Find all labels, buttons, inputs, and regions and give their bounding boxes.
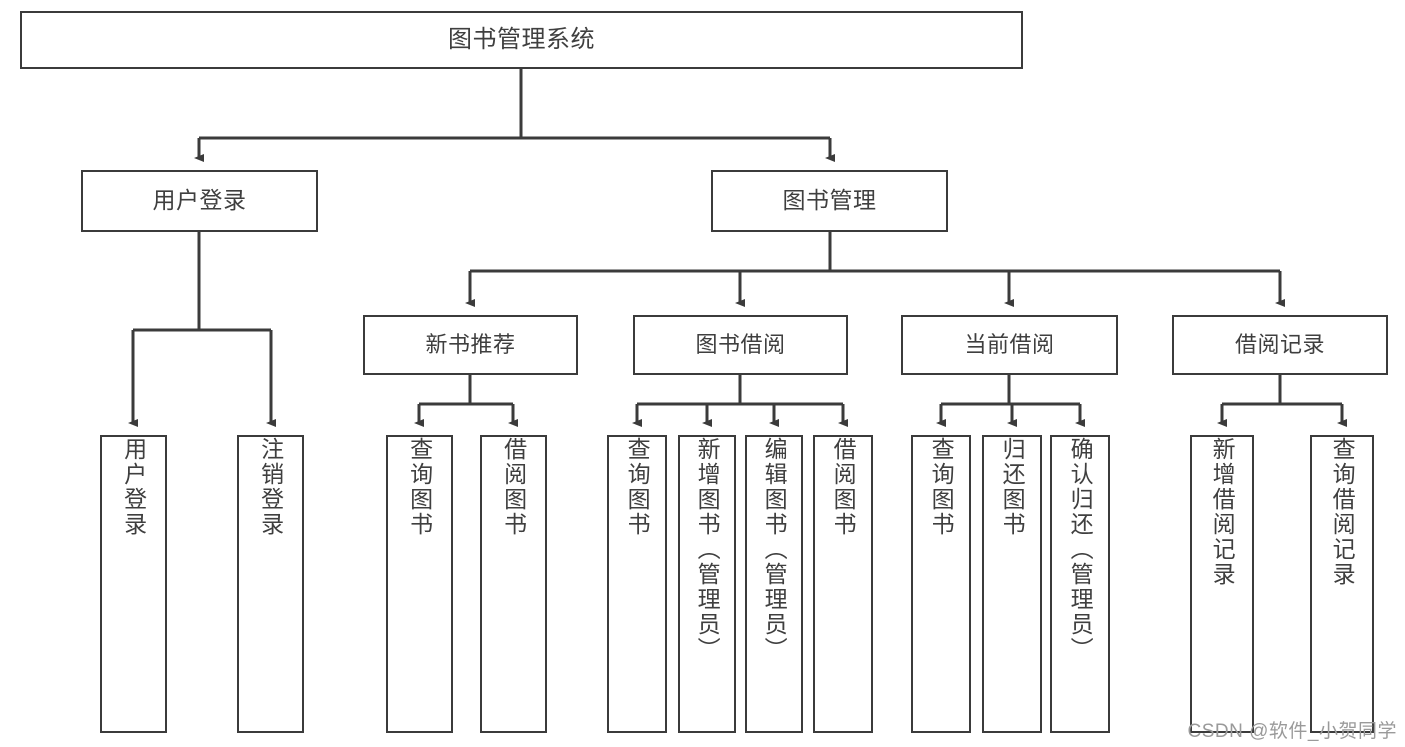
node-label: 注销登录 (257, 437, 284, 537)
node-leaf-query-book-borrow[interactable]: 查询图书 (607, 435, 667, 733)
node-book-manage[interactable]: 图书管理 (711, 170, 948, 232)
node-leaf-edit-book-admin[interactable]: 编辑图书（管理员） (745, 435, 803, 733)
node-label: 查询图书 (406, 437, 433, 537)
node-label: 用户登录 (152, 187, 247, 214)
node-borrow-record[interactable]: 借阅记录 (1172, 315, 1388, 375)
node-leaf-borrow-book-borrow[interactable]: 借阅图书 (813, 435, 873, 733)
node-leaf-query-borrow-record[interactable]: 查询借阅记录 (1310, 435, 1374, 733)
node-label: 新增图书（管理员） (694, 437, 721, 662)
node-root-book-management-system[interactable]: 图书管理系统 (20, 11, 1023, 69)
node-label: 查询图书 (624, 437, 651, 537)
node-leaf-confirm-return-admin[interactable]: 确认归还（管理员） (1050, 435, 1110, 733)
node-label: 图书借阅 (695, 331, 786, 357)
node-label: 归还图书 (999, 437, 1026, 537)
node-leaf-borrow-book-recommend[interactable]: 借阅图书 (480, 435, 547, 733)
node-new-book-recommend[interactable]: 新书推荐 (363, 315, 578, 375)
node-label: 图书管理 (782, 187, 877, 214)
node-label: 确认归还（管理员） (1067, 437, 1094, 662)
node-label: 图书管理系统 (448, 25, 595, 53)
node-leaf-user-login[interactable]: 用户登录 (100, 435, 167, 733)
node-leaf-query-book-current[interactable]: 查询图书 (911, 435, 971, 733)
node-label: 当前借阅 (964, 331, 1055, 357)
node-label: 借阅图书 (830, 437, 857, 537)
node-label: 新增借阅记录 (1209, 437, 1236, 587)
node-label: 查询图书 (928, 437, 955, 537)
node-label: 编辑图书（管理员） (761, 437, 788, 662)
node-current-borrow[interactable]: 当前借阅 (901, 315, 1118, 375)
node-leaf-return-book[interactable]: 归还图书 (982, 435, 1042, 733)
node-leaf-add-book-admin[interactable]: 新增图书（管理员） (678, 435, 736, 733)
node-label: 借阅图书 (500, 437, 527, 537)
node-label: 新书推荐 (425, 331, 516, 357)
node-label: 查询借阅记录 (1329, 437, 1356, 587)
node-user-login[interactable]: 用户登录 (81, 170, 318, 232)
node-label: 借阅记录 (1234, 331, 1325, 357)
node-label: 用户登录 (120, 437, 147, 537)
node-leaf-logout[interactable]: 注销登录 (237, 435, 304, 733)
node-leaf-query-book-recommend[interactable]: 查询图书 (386, 435, 453, 733)
node-leaf-add-borrow-record[interactable]: 新增借阅记录 (1190, 435, 1254, 733)
node-book-borrow[interactable]: 图书借阅 (633, 315, 848, 375)
